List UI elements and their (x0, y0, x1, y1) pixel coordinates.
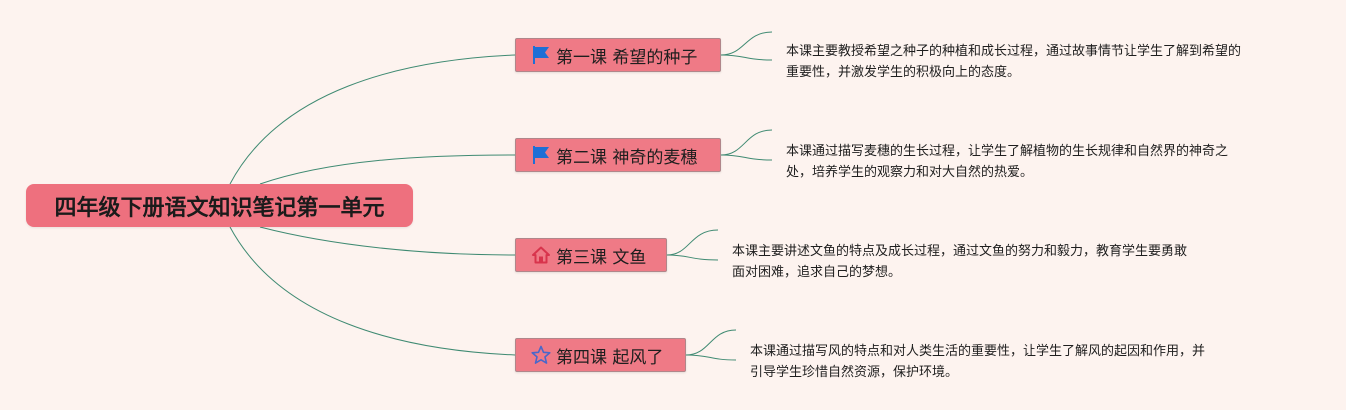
lesson-4-desc-line-1: 本课通过描写风的特点和对人类生活的重要性，让学生了解风的起因和作用，并 (750, 344, 1206, 359)
connector-root-lesson-3 (259, 226, 516, 256)
lesson-4-desc-line-2: 引导学生珍惜自然资源，保护环境。 (750, 365, 959, 380)
lesson-4-label: 第四课 起风了 (556, 347, 664, 368)
lesson-3-description: 本课主要讲述文鱼的特点及成长过程，通过文鱼的努力和毅力，教育学生要勇敢 面对困难… (732, 241, 1187, 283)
connector-lesson-4-desc (685, 329, 737, 361)
lesson-2-desc-line-1: 本课通过描写麦穗的生长过程，让学生了解植物的生长规律和自然界的神奇之 (786, 144, 1229, 159)
root-title: 四年级下册语文知识笔记第一单元 (54, 195, 385, 221)
lesson-2-label: 第二课 神奇的麦穗 (556, 147, 698, 168)
connector-root-lesson-4 (229, 226, 516, 356)
lesson-2-description: 本课通过描写麦穗的生长过程，让学生了解植物的生长规律和自然界的神奇之 处，培养学… (786, 141, 1228, 183)
connector-lesson-1-desc (720, 31, 773, 61)
lesson-3-label: 第三课 文鱼 (556, 247, 647, 268)
lesson-2-node[interactable]: 第二课 神奇的麦穗 (515, 138, 721, 172)
blue-flag-icon (530, 144, 552, 166)
star-icon (530, 344, 552, 366)
root-topic[interactable]: 四年级下册语文知识笔记第一单元 (26, 184, 413, 227)
connector-lesson-3-desc (666, 229, 719, 261)
lesson-2-desc-line-2: 处，培养学生的观察力和对大自然的热爱。 (786, 165, 1034, 180)
lesson-1-desc-line-2: 重要性，并激发学生的积极向上的态度。 (786, 65, 1021, 80)
lesson-3-desc-line-2: 面对困难，追求自己的梦想。 (732, 265, 902, 280)
connector-root-lesson-2 (259, 154, 516, 185)
lesson-3-node[interactable]: 第三课 文鱼 (515, 238, 667, 272)
house-icon (530, 244, 552, 266)
lesson-1-description: 本课主要教授希望之种子的种植和成长过程，通过故事情节让学生了解到希望的 重要性，… (786, 41, 1241, 83)
lesson-4-description: 本课通过描写风的特点和对人类生活的重要性，让学生了解风的起因和作用，并 引导学生… (750, 341, 1205, 383)
blue-flag-icon (530, 44, 552, 66)
connector-lesson-2-desc (720, 129, 773, 161)
connector-root-lesson-1 (229, 54, 516, 185)
lesson-1-label: 第一课 希望的种子 (556, 47, 698, 68)
lesson-1-node[interactable]: 第一课 希望的种子 (515, 38, 721, 72)
lesson-1-desc-line-1: 本课主要教授希望之种子的种植和成长过程，通过故事情节让学生了解到希望的 (786, 44, 1242, 59)
lesson-3-desc-line-1: 本课主要讲述文鱼的特点及成长过程，通过文鱼的努力和毅力，教育学生要勇敢 (732, 244, 1188, 259)
lesson-4-node[interactable]: 第四课 起风了 (515, 338, 686, 372)
